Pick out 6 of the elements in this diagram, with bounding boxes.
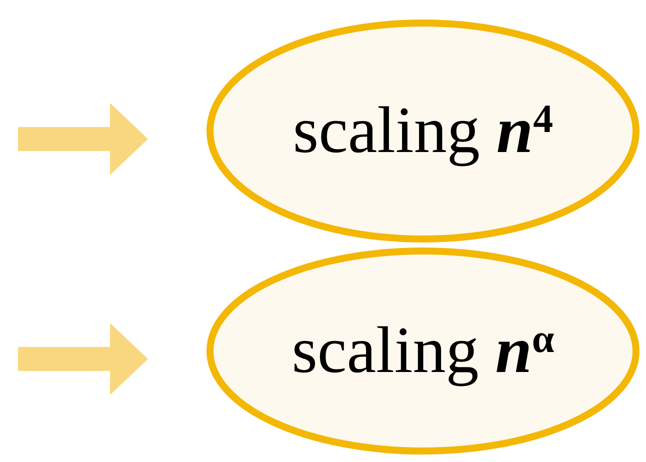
arrow [18, 103, 148, 175]
ellipse-node [205, 246, 641, 456]
ellipse-node [205, 18, 641, 244]
node-label: scaling n$^{α}$ [292, 318, 554, 384]
arrow [18, 323, 148, 395]
node-label: scaling n$^{4}$ [292, 98, 554, 164]
